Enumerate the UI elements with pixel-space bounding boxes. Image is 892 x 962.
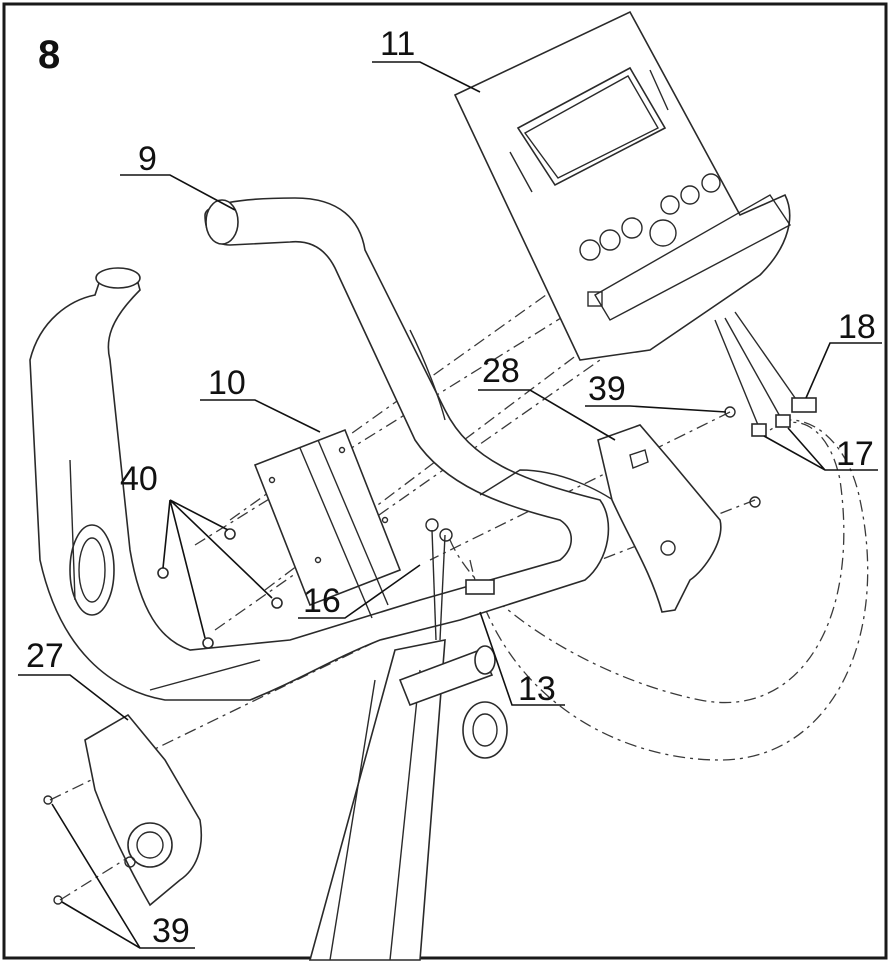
console-part xyxy=(453,10,792,361)
leader-27 xyxy=(18,674,129,721)
step-number: 8 xyxy=(38,33,60,77)
leader-17 xyxy=(763,427,878,471)
leader-39-bottom xyxy=(51,803,195,949)
mounting-plate-part xyxy=(253,428,402,619)
handlebar-stem-part xyxy=(308,518,508,961)
leader-18 xyxy=(805,342,882,399)
callout-13: 13 xyxy=(518,670,556,708)
leader-11 xyxy=(372,61,481,93)
callout-9: 9 xyxy=(138,140,157,178)
leader-28 xyxy=(478,389,616,441)
callout-28: 28 xyxy=(482,352,520,390)
leader-39-top xyxy=(585,405,727,413)
callout-27: 27 xyxy=(26,637,64,675)
front-cover-part xyxy=(43,713,203,907)
callout-39-top: 39 xyxy=(588,370,626,408)
callout-17: 17 xyxy=(836,435,874,473)
handlebar-part xyxy=(29,197,621,701)
leader-40 xyxy=(162,499,273,639)
leader-9 xyxy=(120,174,236,211)
console-cables xyxy=(714,311,817,437)
callout-16: 16 xyxy=(303,582,341,620)
callout-18: 18 xyxy=(838,308,876,346)
callout-40: 40 xyxy=(120,460,158,498)
rear-cover-part xyxy=(597,406,761,613)
leader-16 xyxy=(298,564,421,619)
leader-10 xyxy=(200,399,321,433)
callout-39-bottom: 39 xyxy=(152,912,190,950)
callout-11: 11 xyxy=(380,25,415,63)
callout-10: 10 xyxy=(208,364,246,402)
leader-13 xyxy=(479,611,565,706)
screws-40 xyxy=(157,528,283,649)
